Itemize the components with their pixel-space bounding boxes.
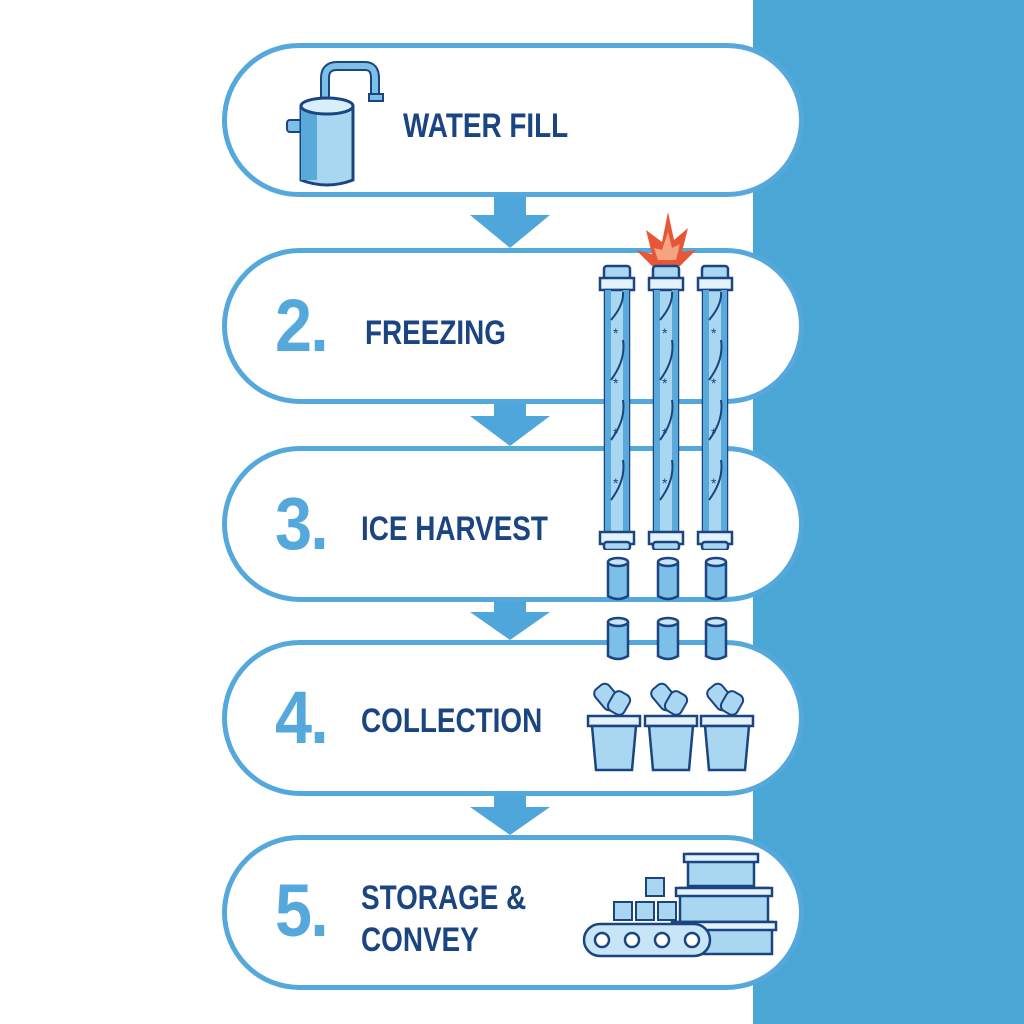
step-number: 2. [275, 284, 329, 367]
step-label-line2: CONVEY [361, 921, 479, 959]
svg-text:*: * [613, 425, 619, 441]
arrow-down-icon [470, 796, 550, 835]
arrow-down-icon [470, 404, 550, 446]
step-1-water-fill: WATER FILL [222, 43, 804, 197]
svg-text:*: * [613, 475, 619, 491]
svg-text:*: * [613, 375, 619, 391]
conveyor-storage-icon [582, 852, 778, 958]
step-label: WATER FILL [403, 107, 569, 145]
water-tank-icon [286, 61, 384, 187]
step-label-line1: STORAGE & [361, 879, 527, 917]
freezing-tubes-icon: * * * * [598, 212, 734, 550]
step-number: 3. [275, 482, 329, 565]
step-number: 5. [275, 869, 329, 952]
arrow-down-icon [470, 197, 550, 248]
svg-text:*: * [613, 325, 619, 341]
arrow-down-icon [470, 602, 550, 640]
step-label: FREEZING [365, 314, 506, 352]
ice-bins-icon [586, 680, 755, 772]
step-label: COLLECTION [361, 702, 543, 740]
ice-cylinders-icon [606, 556, 728, 661]
step-label: ICE HARVEST [361, 510, 548, 548]
step-number: 4. [275, 676, 329, 759]
